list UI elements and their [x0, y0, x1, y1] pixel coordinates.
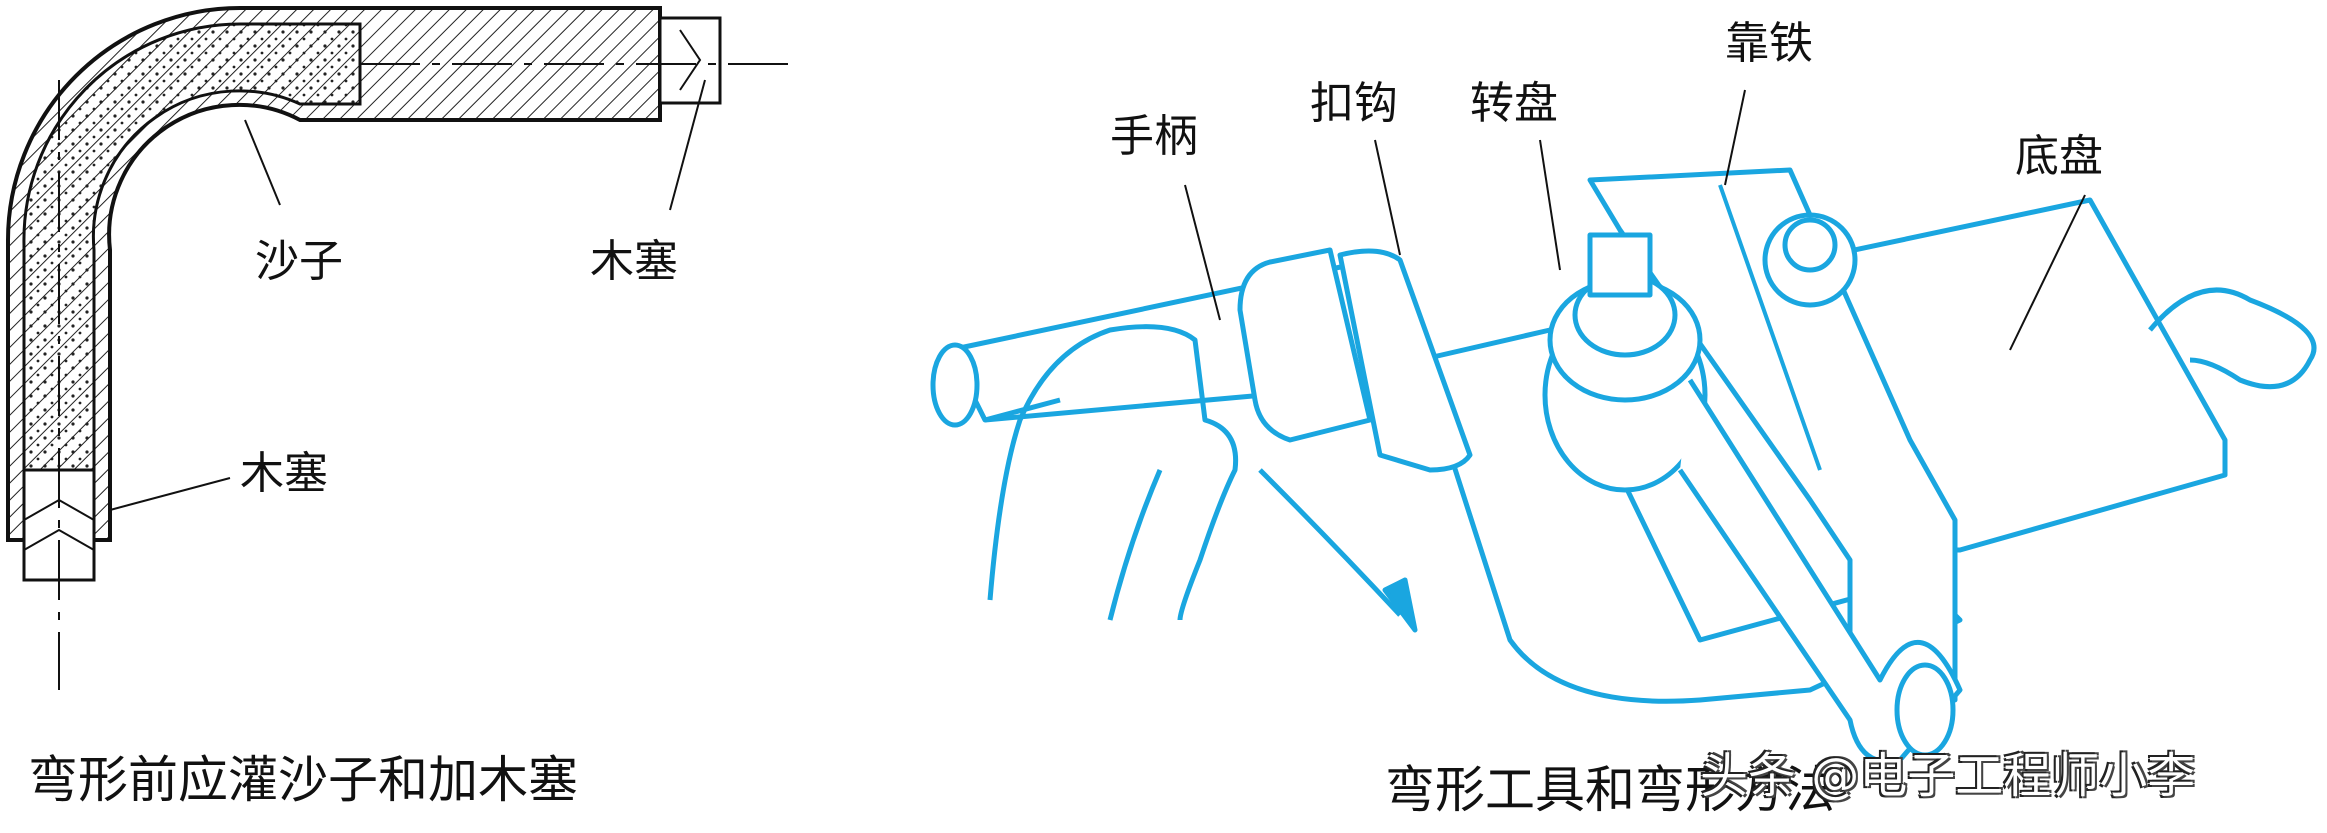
hook-clamp: [1337, 248, 1473, 473]
label-plug-top: 木塞: [590, 236, 678, 287]
label-backing-iron: 靠铁: [1725, 18, 1813, 69]
label-base: 底盘: [2015, 131, 2103, 182]
hand: [984, 324, 1239, 621]
label-plug-bottom: 木塞: [240, 448, 328, 499]
label-sand: 沙子: [255, 236, 343, 287]
leader-sand: [244, 119, 281, 206]
label-handle: 手柄: [1110, 111, 1198, 162]
wood-plug-top: [658, 16, 722, 105]
bending-tool: [930, 167, 2317, 765]
turntable-bolt: [1587, 232, 1653, 298]
base-handle-loop: [2148, 287, 2317, 390]
leader-plug-bottom: [109, 477, 231, 511]
leader-plug-top: [669, 79, 706, 211]
watermark: 头条 @电子工程师小李: [1700, 748, 2196, 804]
bent-pipe-section: [6, 6, 790, 690]
sand-fill: [22, 22, 362, 472]
left-caption: 弯形前应灌沙子和加木塞: [28, 751, 578, 809]
label-hook: 扣钩: [1310, 78, 1398, 129]
direction-arrow: [1258, 468, 1402, 617]
label-turntable: 转盘: [1470, 78, 1558, 129]
formed-pipe: [1677, 378, 1963, 765]
pipe-end: [1894, 662, 1956, 758]
handle-end: [930, 342, 980, 428]
leader-lines: [1184, 89, 2086, 351]
arrow-head: [1382, 577, 1418, 633]
right-caption: 弯形工具和弯形方法: [1385, 761, 1835, 819]
